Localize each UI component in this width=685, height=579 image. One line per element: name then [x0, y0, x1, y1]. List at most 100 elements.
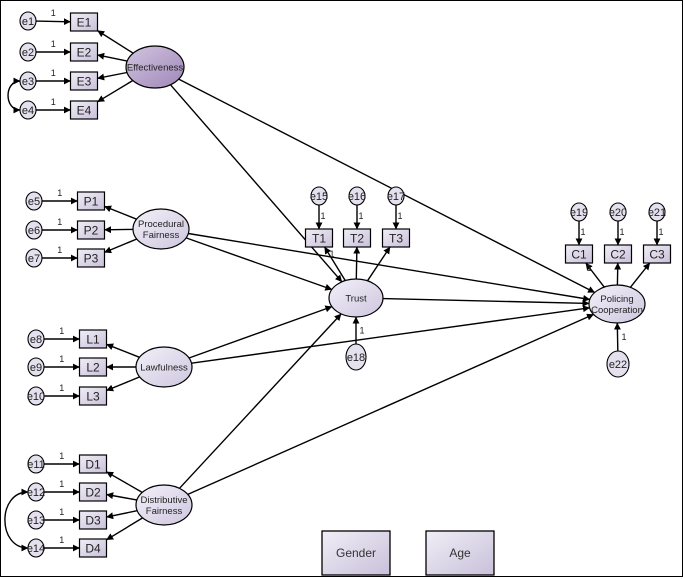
latent-trust [328, 278, 384, 318]
error-label-e5: e5 [28, 196, 40, 208]
covariate-gender [321, 530, 391, 576]
indicator-label-D4: D4 [85, 542, 101, 556]
error-label-e13: e13 [27, 515, 45, 527]
error-e10 [27, 386, 45, 406]
error-label-e21: e21 [648, 207, 666, 219]
error-label-e10: e10 [27, 391, 45, 403]
fixed-1-e9: 1 [59, 354, 64, 364]
loading-distributive-D3 [106, 510, 138, 520]
loading-distributive-D1 [106, 471, 143, 494]
error-label-e2: e2 [22, 47, 34, 59]
covariate-label-gender: Gender [336, 546, 376, 560]
indicator-C2 [603, 244, 633, 264]
error-e11 [27, 454, 45, 474]
indicator-T2 [342, 228, 372, 248]
indicator-label-L2: L2 [86, 361, 100, 375]
fixed-1-e16: 1 [358, 211, 363, 221]
path-distributive-to-trust [178, 313, 342, 489]
error-label-e15: e15 [310, 191, 328, 203]
latent-policing [588, 284, 646, 324]
disturbance-label-e22: e22 [609, 359, 627, 371]
error-label-e3: e3 [22, 76, 34, 88]
error-label-e20: e20 [609, 207, 627, 219]
covariance-e3-e4 [7, 77, 21, 114]
loading-policing-C1 [585, 262, 605, 288]
latent-lawfulness [135, 346, 193, 388]
fixed-1-e21: 1 [658, 227, 663, 237]
error-label-e8: e8 [30, 334, 42, 346]
fixed-1-e6: 1 [57, 217, 62, 227]
indicator-D3 [78, 510, 108, 530]
error-e20 [609, 202, 627, 222]
indicator-label-T1: T1 [312, 232, 326, 246]
error-e7 [25, 248, 43, 268]
indicator-L3 [78, 386, 108, 406]
error-label-e9: e9 [30, 362, 42, 374]
indicator-C3 [642, 244, 672, 264]
error-e1 [19, 11, 37, 31]
indicator-label-T2: T2 [350, 232, 364, 246]
fixed-1-e17: 1 [397, 211, 402, 221]
disturbance-label-e18: e18 [347, 352, 365, 364]
indicator-E3 [69, 71, 99, 91]
path-lawfulness-to-policing [191, 305, 590, 364]
error-e16 [348, 186, 366, 206]
loading-trust-T1 [324, 246, 346, 281]
fixed-1-e8: 1 [59, 326, 64, 336]
indicator-D1 [78, 454, 108, 474]
fixed-1-e1: 1 [51, 8, 56, 18]
indicator-L1 [78, 329, 108, 349]
fixed-1-e4: 1 [51, 97, 56, 107]
covariate-label-age: Age [449, 546, 471, 560]
path-effectiveness-to-trust [169, 84, 343, 283]
indicator-label-C2: C2 [610, 248, 626, 262]
indicator-label-T3: T3 [389, 232, 403, 246]
error-e15 [310, 186, 328, 206]
fixed-1-e5: 1 [57, 188, 62, 198]
loading-effectiveness-E2 [97, 52, 128, 62]
path-effectiveness-to-policing [178, 78, 596, 294]
disturbance-e22 [606, 350, 630, 378]
indicator-label-L1: L1 [86, 333, 100, 347]
indicator-label-E3: E3 [77, 75, 92, 89]
indicator-P1 [76, 191, 106, 211]
error-label-e17: e17 [387, 191, 405, 203]
indicator-C1 [564, 244, 594, 264]
error-label-e4: e4 [22, 105, 34, 117]
error-e8 [27, 329, 45, 349]
error-e4 [19, 100, 37, 120]
loading-lawfulness-L1 [106, 343, 140, 358]
error-e13 [27, 510, 45, 530]
path-distributive-to-policing [187, 313, 594, 496]
indicator-T1 [304, 228, 334, 248]
latent-label-effectiveness: Effectiveness [127, 63, 184, 74]
disturbance-arrow-e22 [613, 322, 621, 352]
error-e21 [648, 202, 666, 222]
indicator-label-P3: P3 [84, 252, 99, 266]
indicator-label-L3: L3 [86, 390, 100, 404]
fixed-1-e10: 1 [59, 383, 64, 393]
fixed-1-e14: 1 [59, 535, 64, 545]
error-e5 [25, 191, 43, 211]
covariance-e12-e14 [4, 488, 29, 552]
error-label-e14: e14 [27, 543, 45, 555]
indicator-label-P2: P2 [84, 224, 99, 238]
fixed-1-e18: 1 [359, 326, 364, 336]
indicator-label-D3: D3 [85, 514, 101, 528]
indicator-label-C1: C1 [571, 248, 587, 262]
indicator-label-E2: E2 [77, 46, 92, 60]
loading-effectiveness-E3 [97, 71, 128, 81]
fixed-1-e15: 1 [320, 211, 325, 221]
error-label-e1: e1 [22, 16, 34, 28]
latent-distributive [135, 484, 193, 526]
error-label-e7: e7 [28, 253, 40, 265]
latent-procedural [132, 208, 190, 250]
error-label-e11: e11 [27, 459, 45, 471]
indicator-label-D1: D1 [85, 458, 101, 472]
error-label-e12: e12 [27, 487, 45, 499]
loading-trust-T2 [353, 246, 361, 280]
error-label-e19: e19 [570, 207, 588, 219]
